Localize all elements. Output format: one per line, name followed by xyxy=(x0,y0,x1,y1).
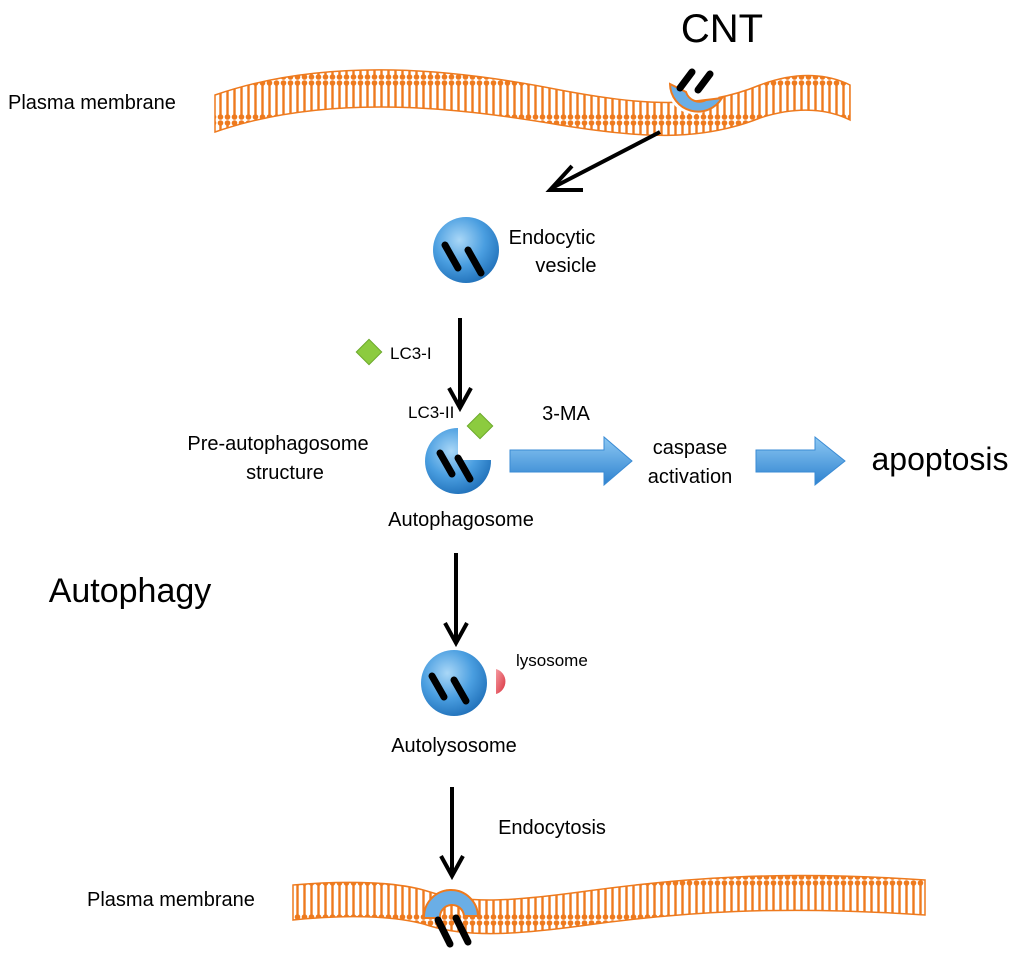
plasma-membrane-top xyxy=(214,69,851,137)
flow-arrow-to-caspase xyxy=(509,435,633,487)
membrane-pit-top xyxy=(668,68,724,114)
endocytic-vesicle xyxy=(433,217,499,283)
three-ma-label: 3-MA xyxy=(542,403,590,425)
cnt-tube-icon xyxy=(441,241,462,272)
arrow-to-autophagosome xyxy=(447,318,473,413)
lc3-i-label: LC3-I xyxy=(390,344,432,363)
arrow-to-exocytosis xyxy=(439,787,465,881)
pre-autophagosome-label-line2: structure xyxy=(246,462,324,484)
plasma-membrane-bottom xyxy=(292,874,926,935)
cnt-tube-icon xyxy=(676,68,696,92)
lysosome-icon xyxy=(496,669,506,694)
cnt-tube-icon xyxy=(428,672,448,701)
pre-autophagosome-label-line1: Pre-autophagosome xyxy=(187,433,368,455)
caspase-label-line1: caspase xyxy=(653,437,728,459)
autophagosome-label: Autophagosome xyxy=(388,509,534,531)
plasma-membrane-top-label: Plasma membrane xyxy=(8,92,176,114)
cnt-tube-icon xyxy=(434,916,454,948)
lc3-i-diamond-icon xyxy=(355,338,383,366)
flow-arrow-to-apoptosis xyxy=(755,435,846,487)
autolysosome xyxy=(421,650,487,716)
lc3-ii-label: LC3-II xyxy=(408,403,454,422)
endocytic-vesicle-label-line2: vesicle xyxy=(535,255,596,277)
arrow-to-endocytic-vesicle xyxy=(545,130,661,192)
autophagosome xyxy=(425,428,492,494)
endocytic-vesicle-label-line1: Endocytic xyxy=(509,227,596,249)
autolysosome-label: Autolysosome xyxy=(391,735,517,757)
caspase-label-line2: activation xyxy=(648,466,733,488)
membrane-bud-bottom xyxy=(422,889,480,948)
lc3-ii-diamond-icon xyxy=(466,412,494,440)
endocytosis-label: Endocytosis xyxy=(498,817,606,839)
cnt-label: CNT xyxy=(681,7,763,51)
plasma-membrane-bottom-label: Plasma membrane xyxy=(87,889,255,911)
lysosome-label: lysosome xyxy=(516,651,588,670)
cnt-tube-icon xyxy=(436,449,456,478)
arrow-to-autolysosome xyxy=(443,553,469,648)
autophagy-label: Autophagy xyxy=(49,572,212,610)
apoptosis-label: apoptosis xyxy=(872,441,1009,477)
